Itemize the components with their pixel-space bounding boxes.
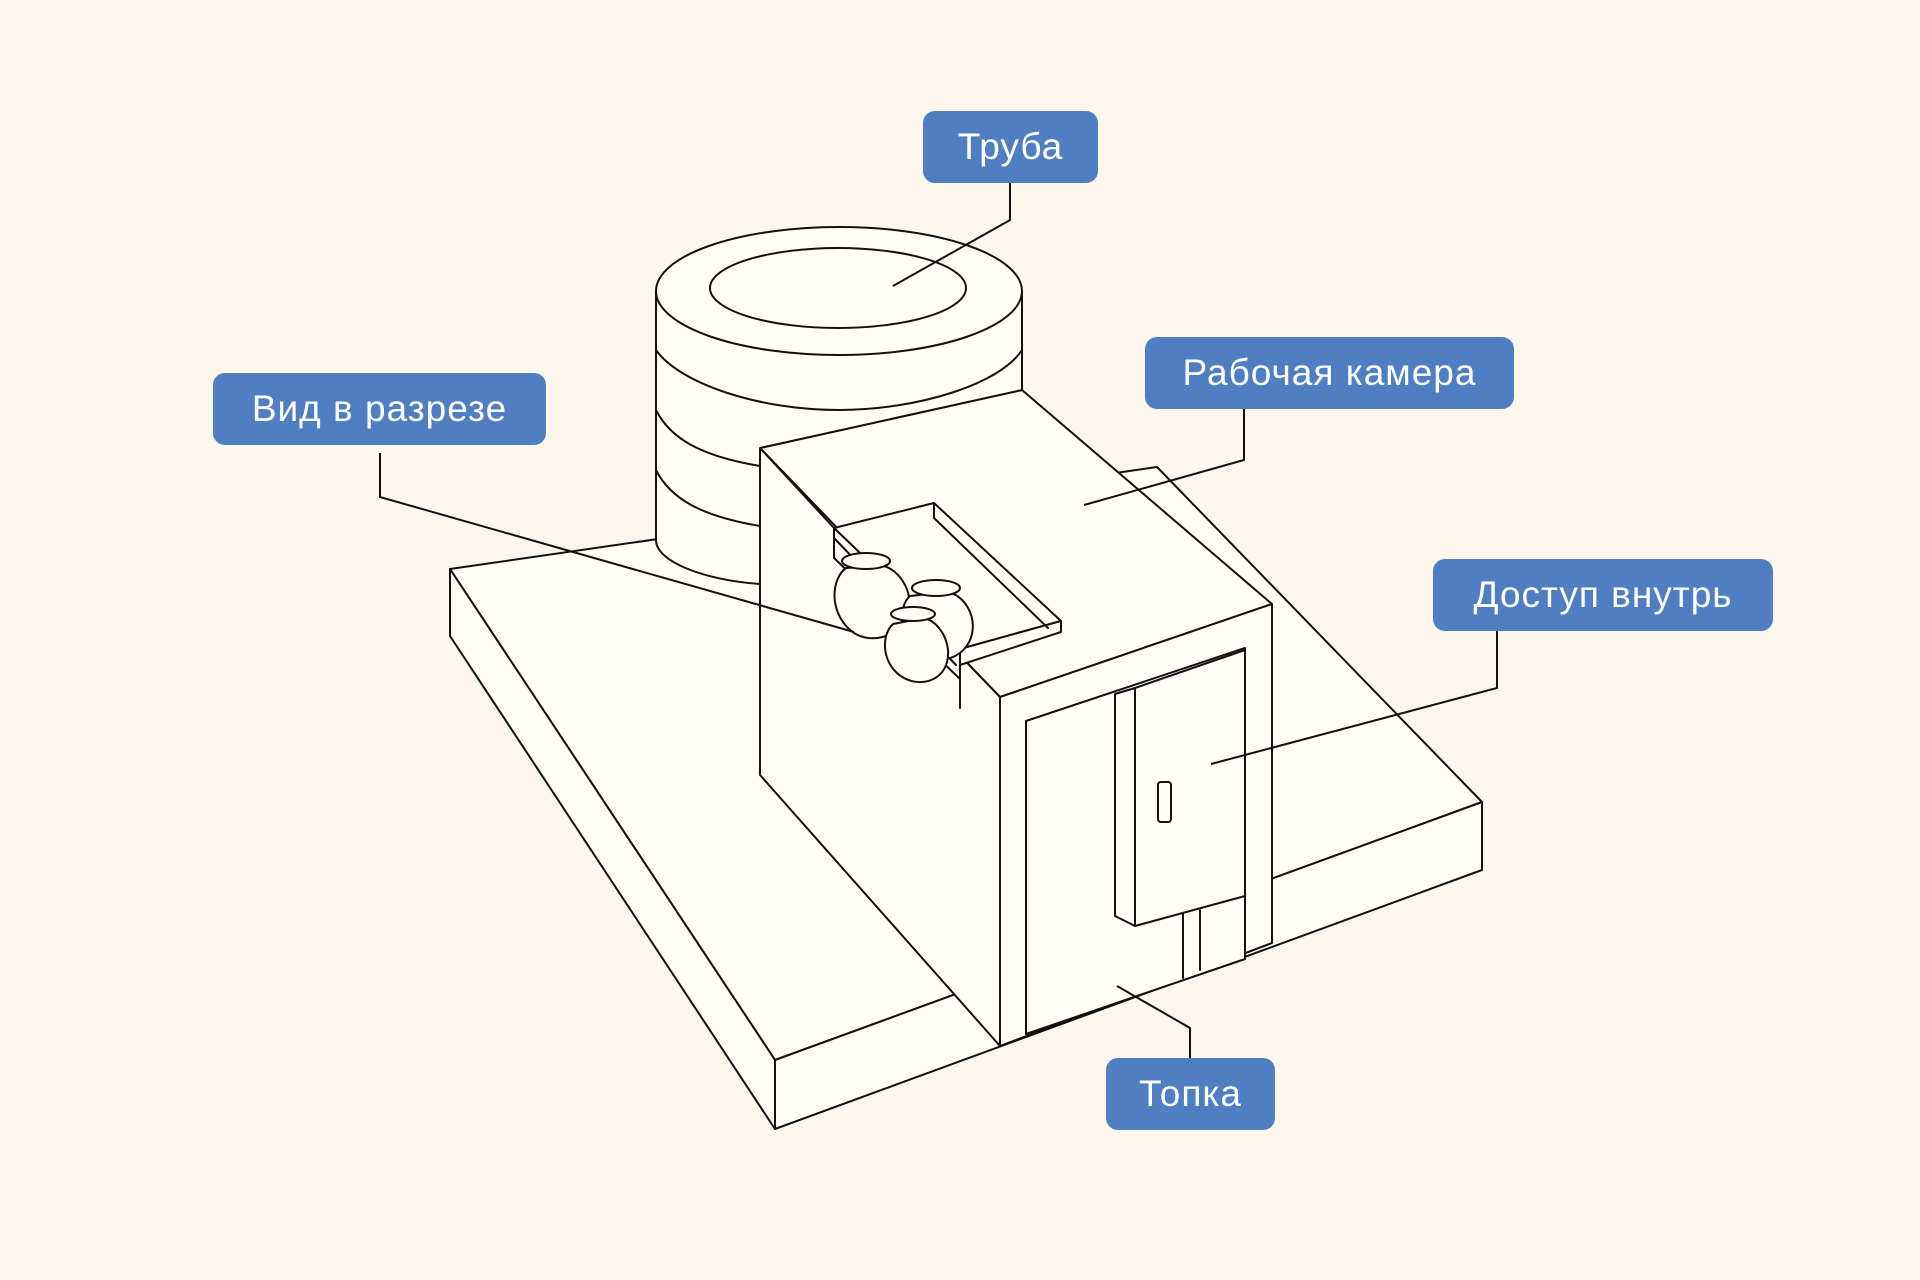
section-view-leader — [379, 453, 855, 633]
chimney-leader — [892, 183, 1011, 287]
access-inside-label: Доступ внутрь — [1433, 559, 1773, 631]
pots — [833, 552, 974, 683]
section-view-label: Вид в разрезе — [213, 373, 546, 445]
leader-lines — [379, 183, 1498, 1059]
access-inside-leader — [1210, 631, 1498, 765]
firebox-door — [1025, 647, 1246, 1035]
door-handle-icon — [1157, 781, 1172, 823]
firebox-label: Топка — [1106, 1058, 1275, 1130]
pot-1 — [833, 552, 911, 640]
firebox-leader — [1116, 985, 1191, 1059]
pot-3 — [883, 606, 950, 683]
work-chamber-leader — [1083, 408, 1245, 506]
chimney-label: Труба — [923, 111, 1098, 183]
work-chamber-label: Рабочая камера — [1145, 337, 1514, 409]
chimney-drum — [655, 226, 1023, 585]
